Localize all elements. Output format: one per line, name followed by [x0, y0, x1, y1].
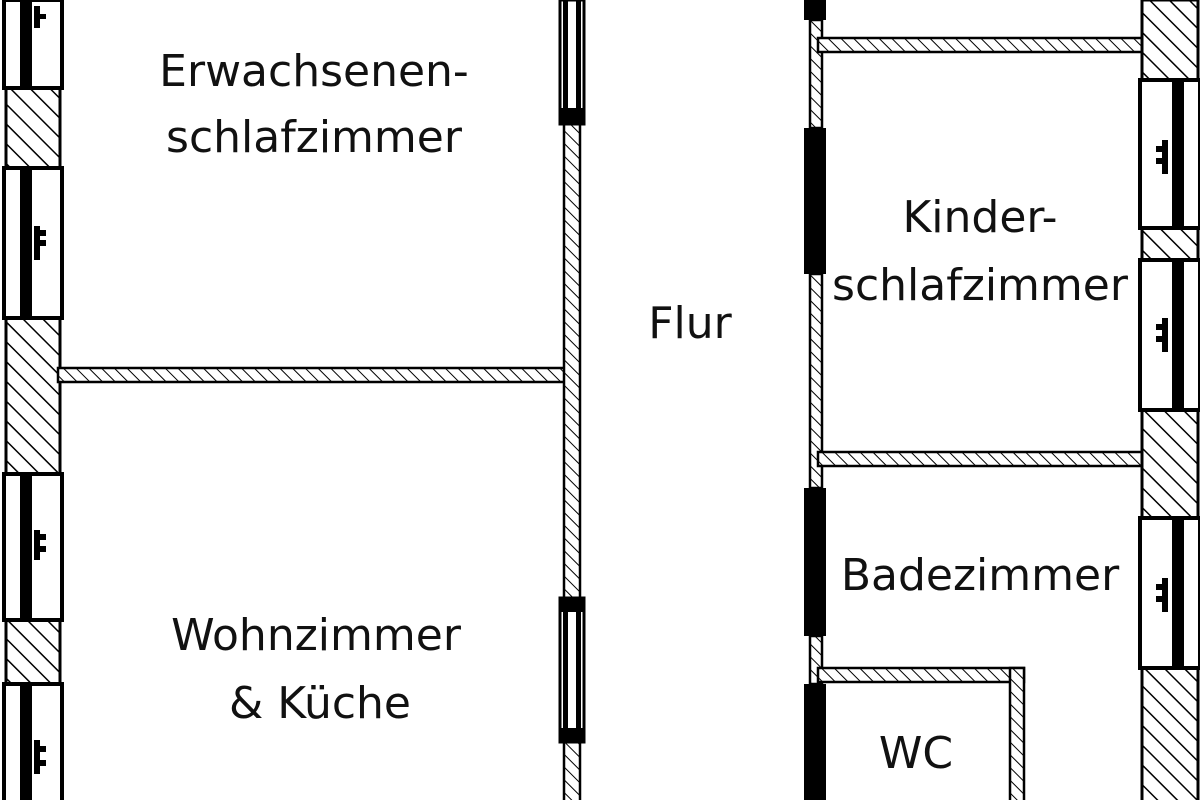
window-right-2 [1138, 258, 1200, 412]
wall-segment [1140, 226, 1200, 262]
wall-segment [4, 316, 62, 476]
room-label: WC [879, 728, 953, 779]
room-erwachsenenschlafzimmer: Erwachsenen- schlafzimmer [159, 46, 469, 163]
room-label-line2: schlafzimmer [832, 260, 1129, 311]
window-left-1 [2, 0, 64, 90]
wall-segment [1140, 408, 1200, 520]
wall-segment [562, 740, 582, 800]
room-label: Flur [648, 298, 732, 349]
door-erwachsenen [558, 0, 586, 126]
room-label-line2: & Küche [229, 678, 411, 729]
door-top-right [804, 0, 826, 20]
wall-segment [4, 618, 62, 686]
window-left-4 [2, 682, 64, 800]
wall-segment [808, 18, 824, 130]
room-kinderschlafzimmer: Kinder- schlafzimmer [832, 192, 1129, 311]
door-bad [804, 488, 826, 636]
door-wc [804, 684, 826, 800]
room-label-line1: Wohnzimmer [171, 610, 462, 661]
wall-segment [816, 666, 1026, 684]
wall-segment [562, 122, 582, 600]
room-flur: Flur [648, 298, 732, 349]
wc-walls [816, 666, 1026, 800]
wall-segment [1008, 666, 1026, 800]
room-label-line1: Kinder- [902, 192, 1057, 243]
wall-top-right [816, 36, 1146, 54]
wall-segment [1140, 0, 1200, 82]
room-wc: WC [879, 728, 953, 779]
room-label-line1: Erwachsenen- [159, 46, 469, 97]
wall-erwachsenen-wohnzimmer [56, 366, 574, 384]
wall-segment [1140, 666, 1200, 800]
window-right-3 [1138, 516, 1200, 670]
window-left-2 [2, 166, 64, 320]
door-kinder [804, 128, 826, 274]
room-label-line2: schlafzimmer [166, 112, 463, 163]
right-exterior-wall [1140, 0, 1200, 800]
room-badezimmer: Badezimmer [841, 550, 1120, 601]
room-label: Badezimmer [841, 550, 1120, 601]
wall-segment [4, 86, 62, 170]
room-wohnzimmer-kueche: Wohnzimmer & Küche [171, 610, 462, 729]
wall-kinder-bad [816, 450, 1146, 468]
window-right-1 [1138, 78, 1200, 230]
window-left-3 [2, 472, 64, 622]
door-wohnzimmer [558, 596, 586, 744]
